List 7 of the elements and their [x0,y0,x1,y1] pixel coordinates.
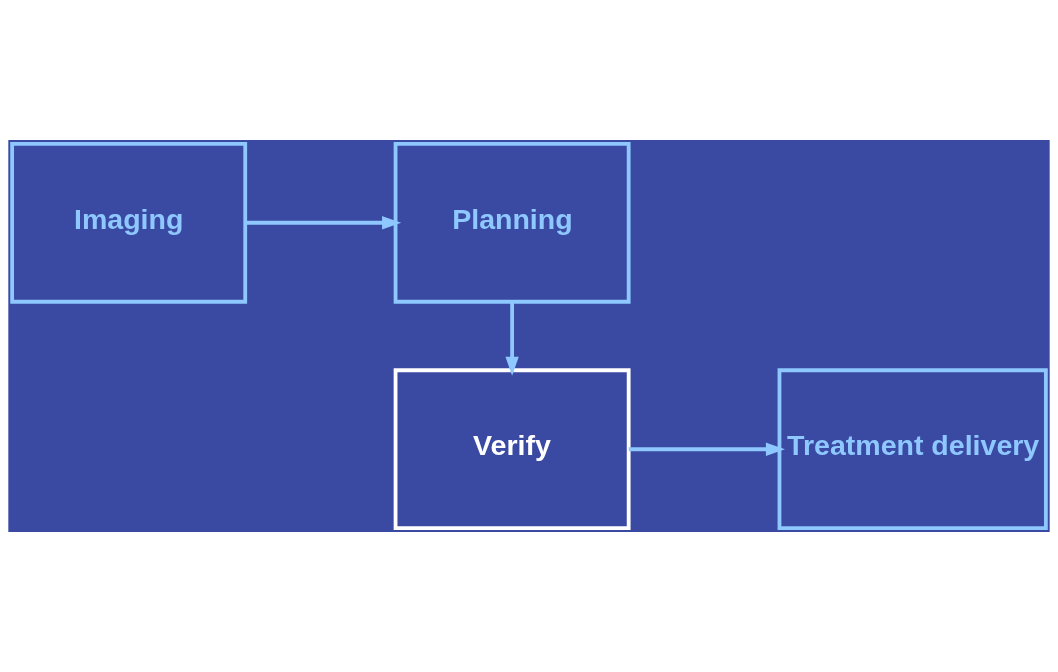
arrow [505,302,519,376]
arrow [628,442,785,456]
arrow [245,216,402,230]
node-box: Imaging [10,141,248,304]
node-box: Planning [393,141,631,304]
node-box: Treatment delivery [777,368,1048,531]
node-box: Verify [393,368,631,531]
